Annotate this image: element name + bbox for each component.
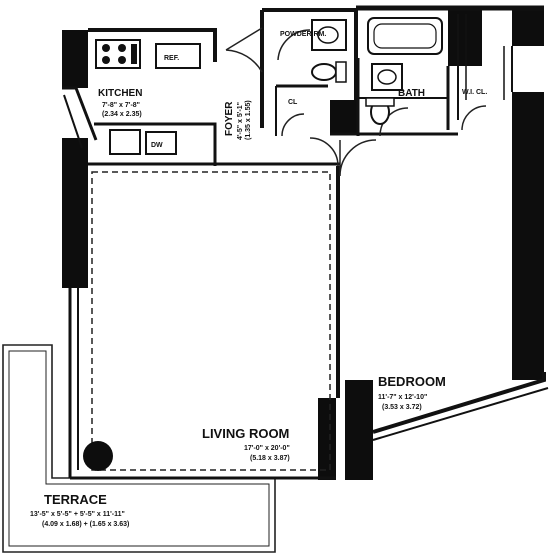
foyer-column — [330, 100, 358, 134]
refrigerator — [155, 43, 201, 69]
powder-door-swing — [277, 29, 311, 61]
bathtub — [367, 17, 443, 55]
terrace-dim-metric: (4.09 x 1.68) + (1.65 x 3.63) — [42, 521, 129, 528]
bedroom-east-top — [512, 8, 544, 46]
bedroom-name: BEDROOM — [378, 374, 446, 389]
closet-door-swing — [281, 113, 305, 137]
bedroom-south-column — [345, 380, 373, 480]
living-room-column — [83, 441, 113, 471]
living-room-dashed-outline — [91, 171, 331, 471]
closet-name: CL — [288, 99, 298, 106]
dishwasher — [145, 131, 177, 155]
bedroom-dim-metric: (3.53 x 3.72) — [382, 404, 422, 411]
walls — [62, 5, 549, 480]
powder-toilet — [311, 63, 337, 81]
wic-shelves — [465, 14, 505, 100]
entry-door-swing — [225, 27, 263, 73]
living-room-dim-metric: (5.18 x 3.87) — [250, 455, 290, 462]
living-room-name: LIVING ROOM — [202, 426, 289, 441]
living-west-wall — [62, 138, 88, 288]
doors — [225, 27, 487, 177]
terrace-name: TERRACE — [44, 492, 107, 507]
exterior-walls — [62, 8, 544, 480]
dishwasher-label: DW — [151, 142, 163, 149]
bath-sink — [371, 63, 403, 91]
refrigerator-label: REF. — [164, 55, 179, 62]
foyer-dim-metric: (1.35 x 1.55) — [245, 100, 252, 140]
kitchen-dim-metric: (2.34 x 2.35) — [102, 111, 142, 118]
foyer-name: FOYER — [224, 101, 235, 136]
bath-column — [448, 8, 482, 66]
bedroom-east-wall — [512, 92, 544, 380]
terrace-dim-imperial: 13'-5" x 5'-5" + 5'-5" x 11'-11" — [30, 511, 125, 518]
powder-name: POWDER RM. — [280, 31, 326, 38]
foyer-door-swing — [309, 137, 339, 167]
bedroom-door-swing — [339, 139, 377, 177]
foyer-dim-imperial: 4'-5" x 5'-1" — [237, 102, 244, 140]
living-room-dim-imperial: 17'-0" x 20'-0" — [244, 445, 290, 452]
living-south-column — [318, 398, 336, 480]
bedroom-dim-imperial: 11'-7" x 12'-10" — [378, 394, 427, 401]
kitchen-west-column — [62, 30, 88, 88]
bath-name: BATH — [398, 88, 425, 99]
wic-name: W.I. CL. — [462, 89, 487, 96]
wic-door-swing — [461, 105, 487, 131]
stove — [95, 39, 141, 69]
kitchen-dim-imperial: 7'-8" x 7'-8" — [102, 102, 140, 109]
kitchen-name: KITCHEN — [98, 88, 142, 99]
kitchen-sink — [109, 129, 141, 155]
